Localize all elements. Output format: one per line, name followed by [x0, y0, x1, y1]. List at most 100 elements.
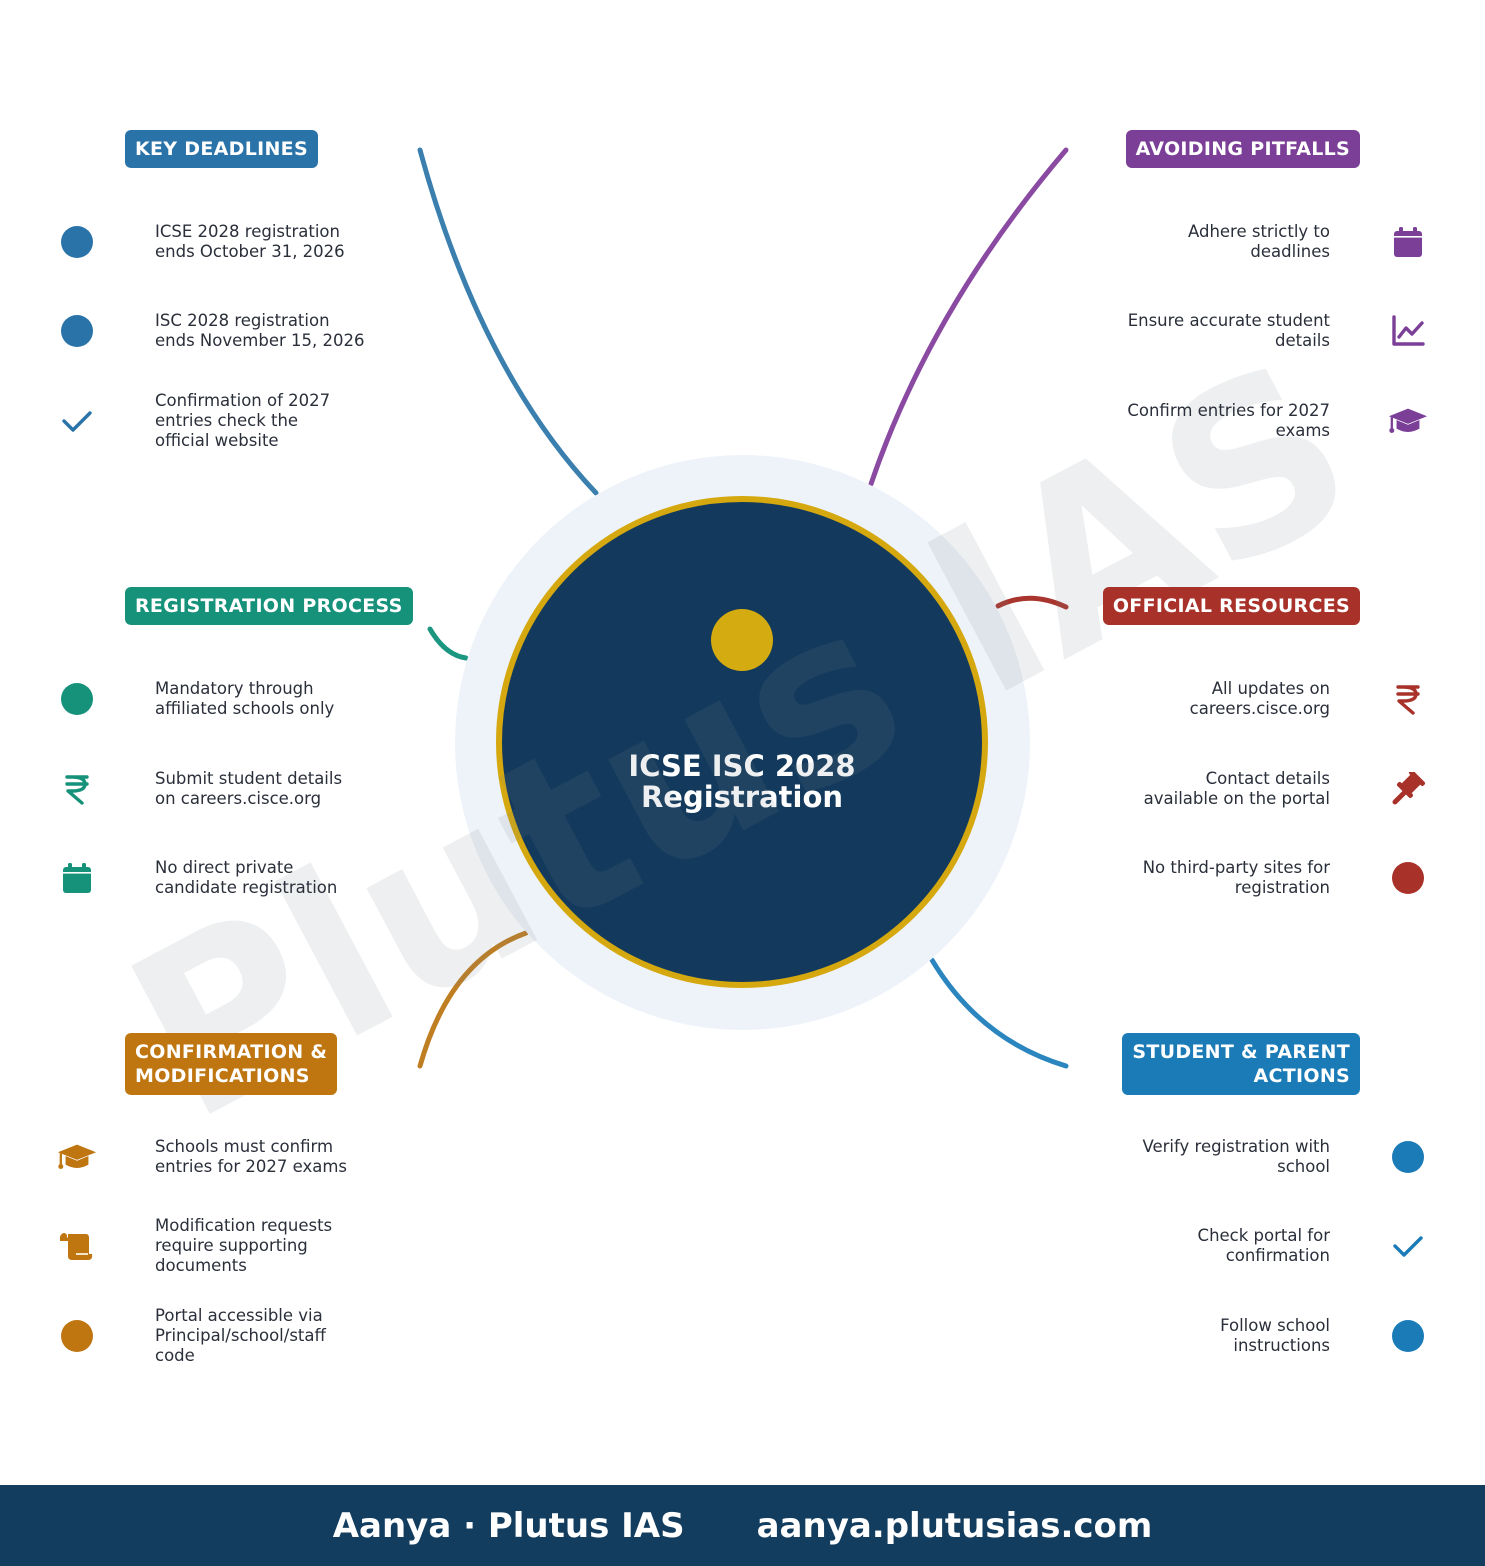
rupee-icon: [57, 769, 97, 809]
section-title-line: MODIFICATIONS: [135, 1065, 310, 1087]
list-item-line: Submit student details: [155, 769, 343, 788]
list-item-line: school: [1277, 1157, 1330, 1176]
circle-icon: [1388, 1316, 1428, 1356]
hub-title: ICSE ISC 2028 Registration: [552, 751, 932, 813]
circle-icon: [57, 222, 97, 262]
list-item-line: available on the portal: [1143, 789, 1330, 808]
list-item-line: Modification requests: [155, 1216, 333, 1235]
graduation-cap-icon: [1388, 401, 1428, 441]
check-icon-glyph: [1393, 1236, 1423, 1257]
connector-confirmation-modifications: [417, 930, 529, 1069]
list-item-line: on careers.cisce.org: [155, 789, 322, 808]
section-title-key-deadlines: KEY DEADLINES: [125, 130, 318, 168]
list-item-line: ICSE 2028 registration: [155, 222, 340, 241]
list-item-line: registration: [1234, 878, 1330, 897]
circle-icon: [57, 1316, 97, 1356]
list-item-line: ends October 31, 2026: [155, 242, 345, 261]
section-title-avoiding-pitfalls: AVOIDING PITFALLS: [1125, 130, 1360, 168]
calendar-icon: [57, 858, 97, 898]
check-icon-glyph: [62, 411, 92, 432]
list-item-line: ends November 15, 2026: [155, 331, 365, 350]
list-item-line: Adhere strictly to: [1187, 222, 1330, 241]
section-title-line: REGISTRATION PROCESS: [135, 595, 403, 617]
connector-avoiding-pitfalls: [868, 147, 1069, 487]
scroll-icon: [57, 1226, 97, 1266]
graduation-cap-icon-glyph: [1388, 408, 1428, 433]
connector-official-resources: [995, 595, 1069, 610]
circle-icon-glyph: [1392, 862, 1424, 894]
list-item-line: Contact details: [1205, 769, 1330, 788]
list-item-line: Principal/school/staff: [155, 1326, 326, 1345]
circle-icon: [1388, 858, 1428, 898]
line-chart-icon: [1388, 311, 1428, 351]
list-item-line: Schools must confirm: [155, 1137, 334, 1156]
list-item-line: Verify registration with: [1142, 1137, 1330, 1156]
rupee-icon-glyph: [65, 775, 89, 805]
section-title-registration-process: REGISTRATION PROCESS: [125, 587, 413, 625]
list-item-line: No direct private: [155, 858, 294, 877]
section-title-line: STUDENT & PARENT: [1132, 1041, 1350, 1063]
circle-icon-glyph: [61, 683, 93, 715]
list-item-line: entries check the: [155, 411, 299, 430]
list-item-line: Ensure accurate student: [1127, 311, 1330, 330]
list-item-line: deadlines: [1250, 242, 1330, 261]
graduation-cap-icon: [57, 1137, 97, 1177]
list-item-line: official website: [155, 431, 279, 450]
footer-website[interactable]: aanya.plutusias.com: [756, 1505, 1153, 1546]
section-title-line: CONFIRMATION &: [135, 1041, 328, 1063]
graduation-cap-icon-glyph: [57, 1144, 97, 1169]
list-item-line: code: [155, 1346, 195, 1365]
line-chart-icon-glyph: [1392, 315, 1425, 346]
circle-icon: [57, 679, 97, 719]
circle-icon: [57, 311, 97, 351]
list-item-line: exams: [1275, 421, 1330, 440]
section-title-line: KEY DEADLINES: [135, 138, 308, 160]
list-item-line: details: [1275, 331, 1330, 350]
gavel-icon-glyph: [1392, 772, 1425, 805]
list-item-line: All updates on: [1211, 679, 1330, 698]
check-icon: [57, 401, 97, 441]
section-title-official-resources: OFFICIAL RESOURCES: [1102, 587, 1360, 625]
list-item-line: Mandatory through: [155, 679, 314, 698]
hub-title-line-2: Registration: [640, 780, 844, 814]
list-item-line: instructions: [1233, 1336, 1330, 1355]
list-item-line: Confirm entries for 2027: [1127, 401, 1330, 420]
list-item-line: Portal accessible via: [155, 1306, 323, 1325]
list-item-line: Check portal for: [1197, 1226, 1330, 1245]
list-item-line: Follow school: [1220, 1316, 1330, 1335]
list-item-line: entries for 2027 exams: [155, 1157, 348, 1176]
section-title-line: OFFICIAL RESOURCES: [1112, 595, 1350, 617]
circle-icon-glyph: [61, 315, 93, 347]
connector-student-parent-actions: [929, 957, 1069, 1069]
list-item-line: ISC 2028 registration: [155, 311, 330, 330]
list-item-line: candidate registration: [155, 878, 338, 897]
section-title-line: AVOIDING PITFALLS: [1135, 138, 1350, 160]
footer-author: Aanya · Plutus IAS: [332, 1505, 685, 1546]
footer: Aanya · Plutus IAS aanya.plutusias.com: [0, 1485, 1485, 1566]
calendar-icon-glyph: [1394, 227, 1422, 257]
rupee-icon-glyph: [1396, 685, 1420, 715]
scroll-icon-glyph: [60, 1233, 93, 1260]
circle-icon-glyph: [61, 226, 93, 258]
list-item-line: Confirmation of 2027: [155, 391, 331, 410]
list-item-line: documents: [155, 1256, 247, 1275]
list-item-line: require supporting: [155, 1236, 308, 1255]
list-item-line: careers.cisce.org: [1189, 699, 1330, 718]
hub-title-line-1: ICSE ISC 2028: [628, 749, 856, 783]
